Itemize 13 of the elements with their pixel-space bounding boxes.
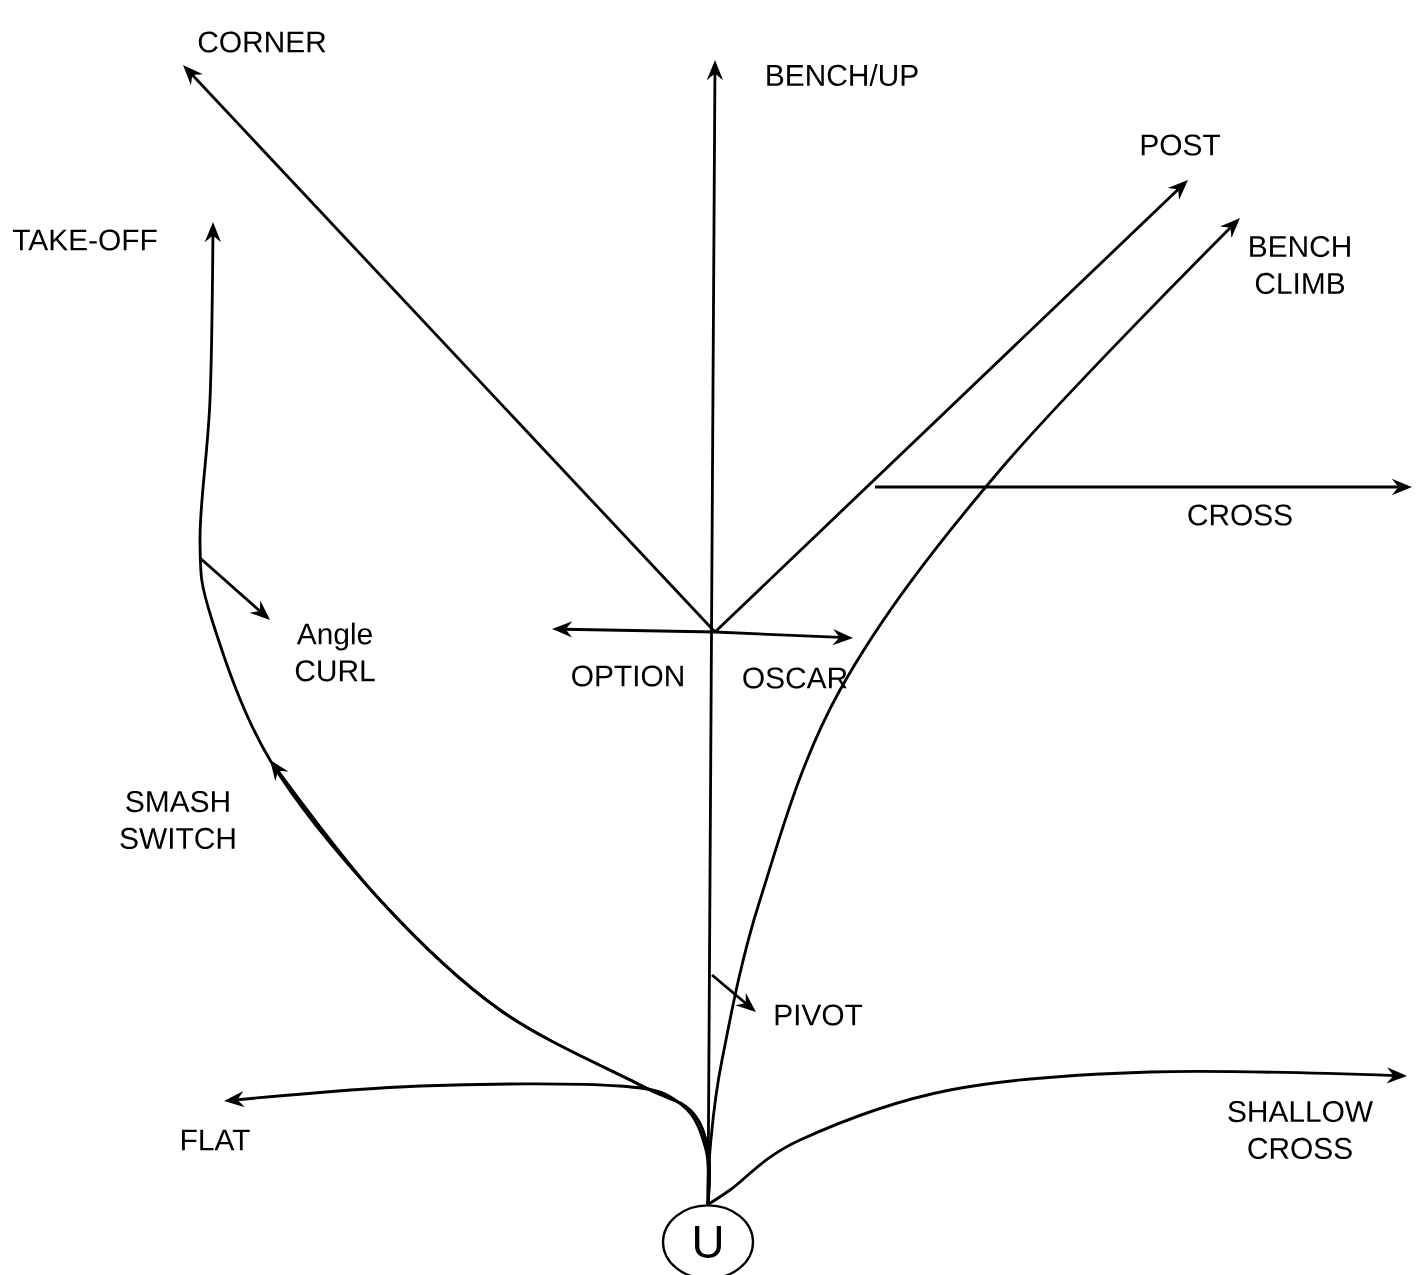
route-label: SMASH SWITCH <box>120 790 235 850</box>
route-label: FLAT <box>182 1129 250 1151</box>
route-label: TAKE-OFF <box>12 229 157 251</box>
route-label: PIVOT <box>775 1004 863 1026</box>
route-label: Angle CURL <box>295 622 375 682</box>
route-label: OPTION <box>572 665 683 687</box>
route-label: BENCH CLIMB <box>1250 235 1350 295</box>
route-label: CORNER <box>198 31 326 53</box>
route-label: BENCH/UP <box>767 64 918 86</box>
route-label: CROSS <box>1188 504 1292 526</box>
route-label: OSCAR <box>743 667 847 689</box>
route-label: SHALLOW CROSS <box>1228 1100 1373 1160</box>
route-label: POST <box>1141 134 1220 156</box>
